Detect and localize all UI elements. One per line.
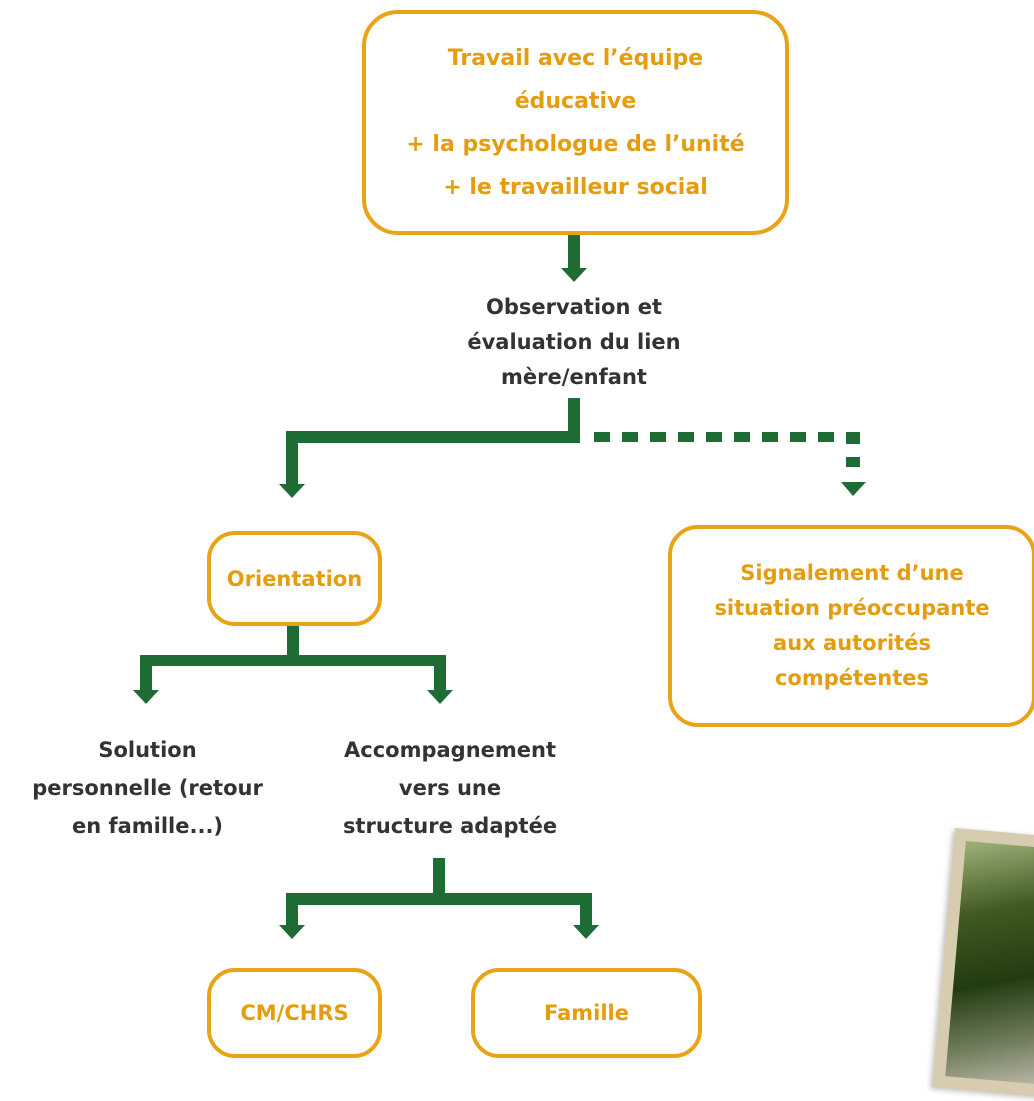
- cm-chrs-label: CM/CHRS: [240, 1001, 349, 1025]
- solution-line1: Solution: [98, 738, 197, 762]
- famille-label: Famille: [543, 1001, 629, 1025]
- observation-line1: Observation et: [485, 295, 663, 319]
- team-work-line1: Travail avec l’équipe: [447, 45, 704, 71]
- connector-lines: [133, 232, 866, 939]
- accompagnement-line1: Accompagnement: [344, 738, 556, 762]
- photo-image: [945, 841, 1034, 1088]
- signalement-line1: Signalement d’une: [740, 561, 964, 585]
- orientation-label: Orientation: [226, 566, 363, 591]
- signalement-line4: compétentes: [774, 666, 930, 690]
- observation-line3: mère/enfant: [501, 365, 647, 389]
- solution-label: Solution personnelle (retour en famille.…: [0, 731, 295, 845]
- orientation-box: Orientation: [207, 531, 382, 626]
- team-work-line3: + la psychologue de l’unité: [406, 131, 745, 157]
- observation-line2: évaluation du lien: [467, 330, 681, 354]
- team-work-line2: éducative: [514, 88, 637, 114]
- cm-chrs-box: CM/CHRS: [207, 968, 382, 1058]
- signalement-line3: aux autorités: [773, 631, 931, 655]
- team-work-line4: + le travailleur social: [443, 174, 708, 200]
- accompagnement-label: Accompagnement vers une structure adapté…: [300, 731, 600, 845]
- signalement-box: Signalement d’une situation préoccupante…: [668, 525, 1034, 727]
- accompagnement-line3: structure adaptée: [342, 814, 558, 838]
- team-work-box: Travail avec l’équipe éducative + la psy…: [362, 10, 789, 235]
- famille-box: Famille: [471, 968, 702, 1058]
- observation-label: Observation et évaluation du lien mère/e…: [424, 290, 724, 395]
- solution-line2: personnelle (retour: [32, 776, 263, 800]
- accompagnement-line2: vers une: [398, 776, 502, 800]
- signalement-line2: situation préoccupante: [714, 596, 990, 620]
- solution-line3: en famille...): [71, 814, 224, 838]
